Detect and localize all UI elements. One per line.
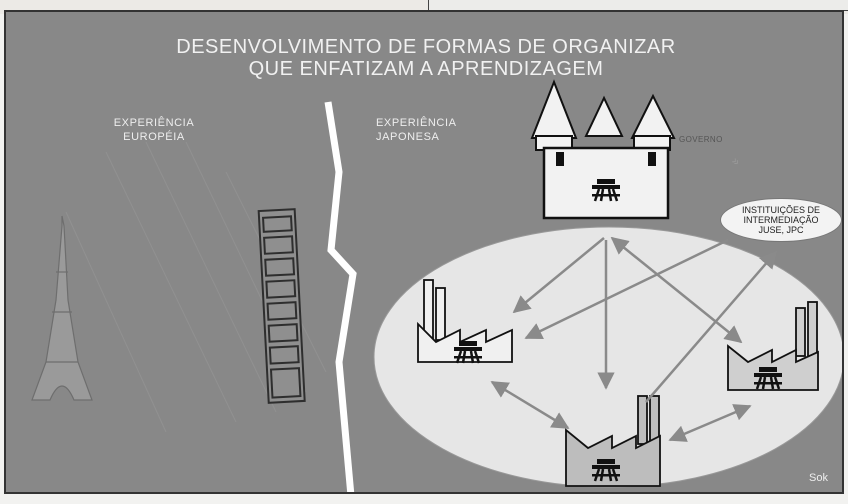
divider-lightning	[324, 101, 357, 492]
castle-icon	[530, 79, 676, 220]
title-line-1: DESENVOLVIMENTO DE FORMAS DE ORGANIZAR	[176, 36, 676, 58]
slide-title: DESENVOLVIMENTO DE FORMAS DE ORGANIZAR Q…	[6, 36, 842, 80]
slide: »	[4, 10, 844, 494]
japan-label-line-1: EXPERIÊNCIA	[376, 117, 457, 129]
factory-icon-left	[417, 279, 513, 365]
institutions-line-1: INSTITUIÇÕES DE	[741, 205, 820, 215]
factory-icon-right	[727, 301, 819, 391]
eiffel-tower-icon	[31, 215, 93, 401]
factory-icon-bottom	[565, 395, 661, 487]
government-arrow: »	[729, 154, 743, 169]
japan-label: EXPERIÊNCIA JAPONESA	[376, 116, 486, 144]
network-arrows	[490, 236, 778, 442]
europe-label-line-2: EUROPÉIA	[123, 131, 185, 143]
institutions-line-2: INTERMEDIAÇÃO	[743, 215, 819, 225]
europe-label-line-1: EXPERIÊNCIA	[113, 117, 195, 129]
government-label: GOVERNO	[679, 135, 723, 144]
credit-signature: Sok	[809, 472, 828, 484]
leaning-tower-icon	[257, 208, 306, 404]
japan-label-line-2: JAPONESA	[376, 131, 440, 143]
institutions-bubble: INSTITUIÇÕES DE INTERMEDIAÇÃO JUSE, JPC	[720, 198, 842, 242]
title-line-2: QUE ENFATIZAM A APRENDIZAGEM	[248, 58, 604, 80]
europe-label: EXPERIÊNCIA EUROPÉIA	[84, 116, 224, 144]
institutions-line-3: JUSE, JPC	[758, 225, 804, 235]
diagram-canvas: »	[31, 79, 842, 492]
